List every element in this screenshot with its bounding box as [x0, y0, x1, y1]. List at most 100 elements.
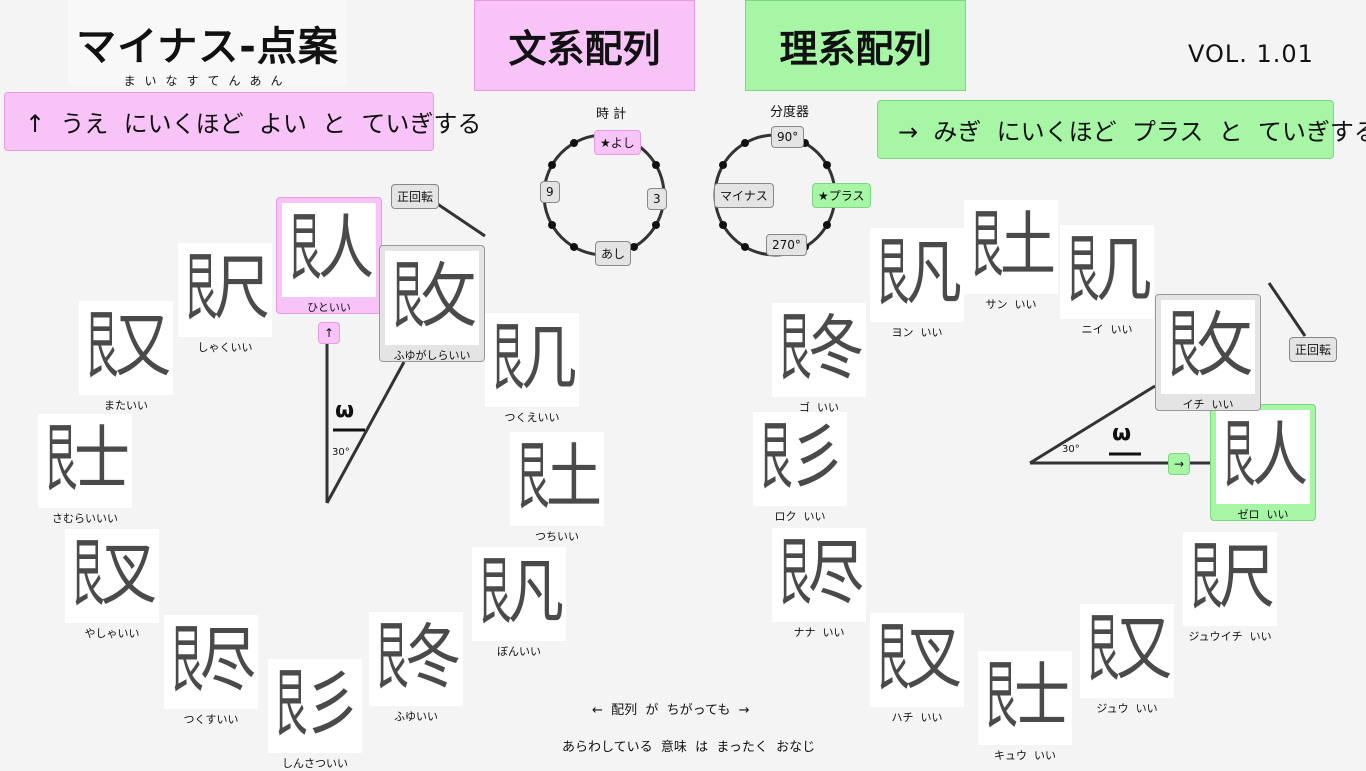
- clock-bottom-ashi[interactable]: あし: [595, 241, 632, 266]
- protractor-minus[interactable]: マイナス: [714, 183, 774, 208]
- kanji-radical: 几: [1096, 229, 1152, 311]
- kanji-base: 艮: [375, 614, 409, 700]
- left-kanji-tile[interactable]: 艮几つくえいい: [485, 313, 579, 425]
- protractor-270[interactable]: 270°: [766, 234, 807, 256]
- tab-rikei[interactable]: 理系配列: [745, 0, 966, 91]
- kanji-glyph: 艮又: [79, 301, 173, 395]
- footer-line-1: ← 配列 が ちがっても →: [592, 703, 750, 718]
- kanji-base: 艮: [288, 205, 322, 291]
- right-button[interactable]: →: [1168, 453, 1191, 475]
- left-kanji-tile[interactable]: 艮凡ぼんいい: [472, 547, 566, 659]
- kanji-label: しんさついい: [282, 757, 348, 770]
- kanji-glyph: 艮又: [1080, 604, 1174, 698]
- left-kanji-tile[interactable]: 艮土つちいい: [510, 432, 604, 544]
- protractor-tick-dot: [822, 161, 831, 169]
- left-kanji-tile[interactable]: 艮冬ふゆいい: [369, 612, 463, 724]
- kanji-radical: 冬: [405, 616, 461, 698]
- kanji-label: ニイ いい: [1081, 323, 1133, 336]
- kanji-label: つちいい: [535, 530, 579, 543]
- kanji-radical: 士: [1014, 655, 1070, 737]
- kanji-label: つくえいい: [504, 411, 560, 424]
- right-kanji-tile[interactable]: 艮凡ヨン いい: [870, 228, 964, 340]
- left-rotate-button[interactable]: 正回転: [391, 184, 440, 209]
- kanji-glyph: 艮土: [510, 432, 604, 526]
- protractor-title: 分度器: [770, 105, 810, 120]
- kanji-base: 艮: [184, 245, 218, 331]
- kanji-label: ゴ いい: [799, 401, 839, 414]
- kanji-label: ジュウイチ いい: [1188, 630, 1272, 643]
- kanji-base: 艮: [170, 617, 204, 703]
- kanji-radical: 又: [115, 305, 171, 387]
- kanji-base: 艮: [1066, 227, 1100, 313]
- kanji-glyph: 艮人: [282, 203, 376, 297]
- right-kanji-tile[interactable]: 艮叉ハチ いい: [870, 613, 964, 725]
- right-rotate-button[interactable]: 正回転: [1289, 337, 1338, 362]
- kanji-base: 艮: [1167, 302, 1201, 388]
- kanji-glyph: 艮尽: [164, 615, 258, 709]
- kanji-base: 艮: [85, 303, 119, 389]
- right-kanji-tile[interactable]: 艮土サン いい: [964, 200, 1058, 312]
- right-definition-banner: → みぎ にいくほど プラス と ていぎする: [877, 100, 1366, 159]
- kanji-base: 艮: [970, 202, 1004, 288]
- left-kanji-tile[interactable]: 艮人ひといい: [282, 203, 376, 315]
- kanji-glyph: 艮攵: [1161, 300, 1255, 394]
- right-kanji-tile[interactable]: 艮彡ロク いい: [753, 412, 847, 524]
- kanji-base: 艮: [778, 530, 812, 616]
- kanji-glyph: 艮几: [1060, 225, 1154, 319]
- kanji-glyph: 艮人: [1216, 410, 1310, 504]
- left-rotate-arrow: [435, 201, 486, 238]
- kanji-glyph: 艮土: [964, 200, 1058, 294]
- right-kanji-tile[interactable]: 艮冬ゴ いい: [772, 303, 866, 415]
- kanji-label: ひといい: [307, 301, 351, 314]
- protractor-90[interactable]: 90°: [771, 126, 805, 148]
- left-kanji-tile[interactable]: 艮士さむらいいい: [38, 414, 132, 526]
- app-title: マイナス-点案: [76, 24, 339, 70]
- clock-9[interactable]: 9: [540, 181, 560, 203]
- right-kanji-tile[interactable]: 艮尽ナナ いい: [772, 528, 866, 640]
- right-kanji-tile[interactable]: 艮尺ジュウイチ いい: [1183, 532, 1277, 644]
- kanji-base: 艮: [1222, 412, 1256, 498]
- kanji-label: やしゃいい: [84, 627, 140, 640]
- kanji-base: 艮: [71, 531, 105, 617]
- clock-tick-dot: [570, 242, 578, 251]
- right-kanji-tile[interactable]: 艮人ゼロ いい: [1216, 410, 1310, 522]
- kanji-radical: 人: [318, 207, 374, 289]
- kanji-base: 艮: [759, 414, 793, 500]
- left-kanji-tile[interactable]: 艮又またいい: [79, 301, 173, 413]
- kanji-base: 艮: [1189, 534, 1223, 620]
- kanji-base: 艮: [778, 305, 812, 391]
- kanji-base: 艮: [491, 315, 525, 401]
- left-kanji-tile[interactable]: 艮叉やしゃいい: [65, 529, 159, 641]
- kanji-glyph: 艮凡: [870, 228, 964, 322]
- protractor-plus[interactable]: ★プラス: [812, 183, 871, 208]
- left-angle-line: [325, 361, 406, 504]
- kanji-radical: 又: [1116, 608, 1172, 690]
- right-kanji-tile[interactable]: 艮又ジュウ いい: [1080, 604, 1174, 716]
- clock-top-yoshi[interactable]: ★よし: [594, 130, 641, 155]
- up-button[interactable]: ↑: [318, 322, 341, 344]
- left-kanji-tile[interactable]: 艮尽つくすいい: [164, 615, 258, 727]
- right-kanji-tile[interactable]: 艮几ニイ いい: [1060, 225, 1154, 337]
- kanji-label: ふゆがしらいい: [393, 349, 471, 362]
- kanji-radical: 尽: [808, 532, 864, 614]
- tab-bunkei[interactable]: 文系配列: [474, 0, 695, 91]
- kanji-label: またいい: [104, 399, 148, 412]
- kanji-glyph: 艮士: [978, 651, 1072, 745]
- right-rotate-arrow: [1267, 282, 1307, 337]
- kanji-label: ロク いい: [774, 510, 826, 523]
- left-kanji-tile[interactable]: 艮尺しゃくいい: [178, 243, 272, 355]
- clock-tick-dot: [651, 161, 660, 169]
- protractor-tick-dot: [822, 221, 831, 229]
- kanji-radical: 尺: [214, 247, 270, 329]
- right-kanji-tile[interactable]: 艮攵イチ いい: [1161, 300, 1255, 412]
- right-angle-label: 30°: [1062, 444, 1080, 455]
- left-kanji-tile[interactable]: 艮攵ふゆがしらいい: [385, 251, 479, 363]
- kanji-glyph: 艮尺: [1183, 532, 1277, 626]
- left-kanji-tile[interactable]: 艮彡しんさついい: [268, 659, 362, 771]
- kanji-radical: 攵: [1197, 304, 1253, 386]
- kanji-base: 艮: [876, 230, 910, 316]
- kanji-glyph: 艮士: [38, 414, 132, 508]
- clock-3[interactable]: 3: [647, 188, 667, 210]
- kanji-glyph: 艮凡: [472, 547, 566, 641]
- right-kanji-tile[interactable]: 艮士キュウ いい: [978, 651, 1072, 763]
